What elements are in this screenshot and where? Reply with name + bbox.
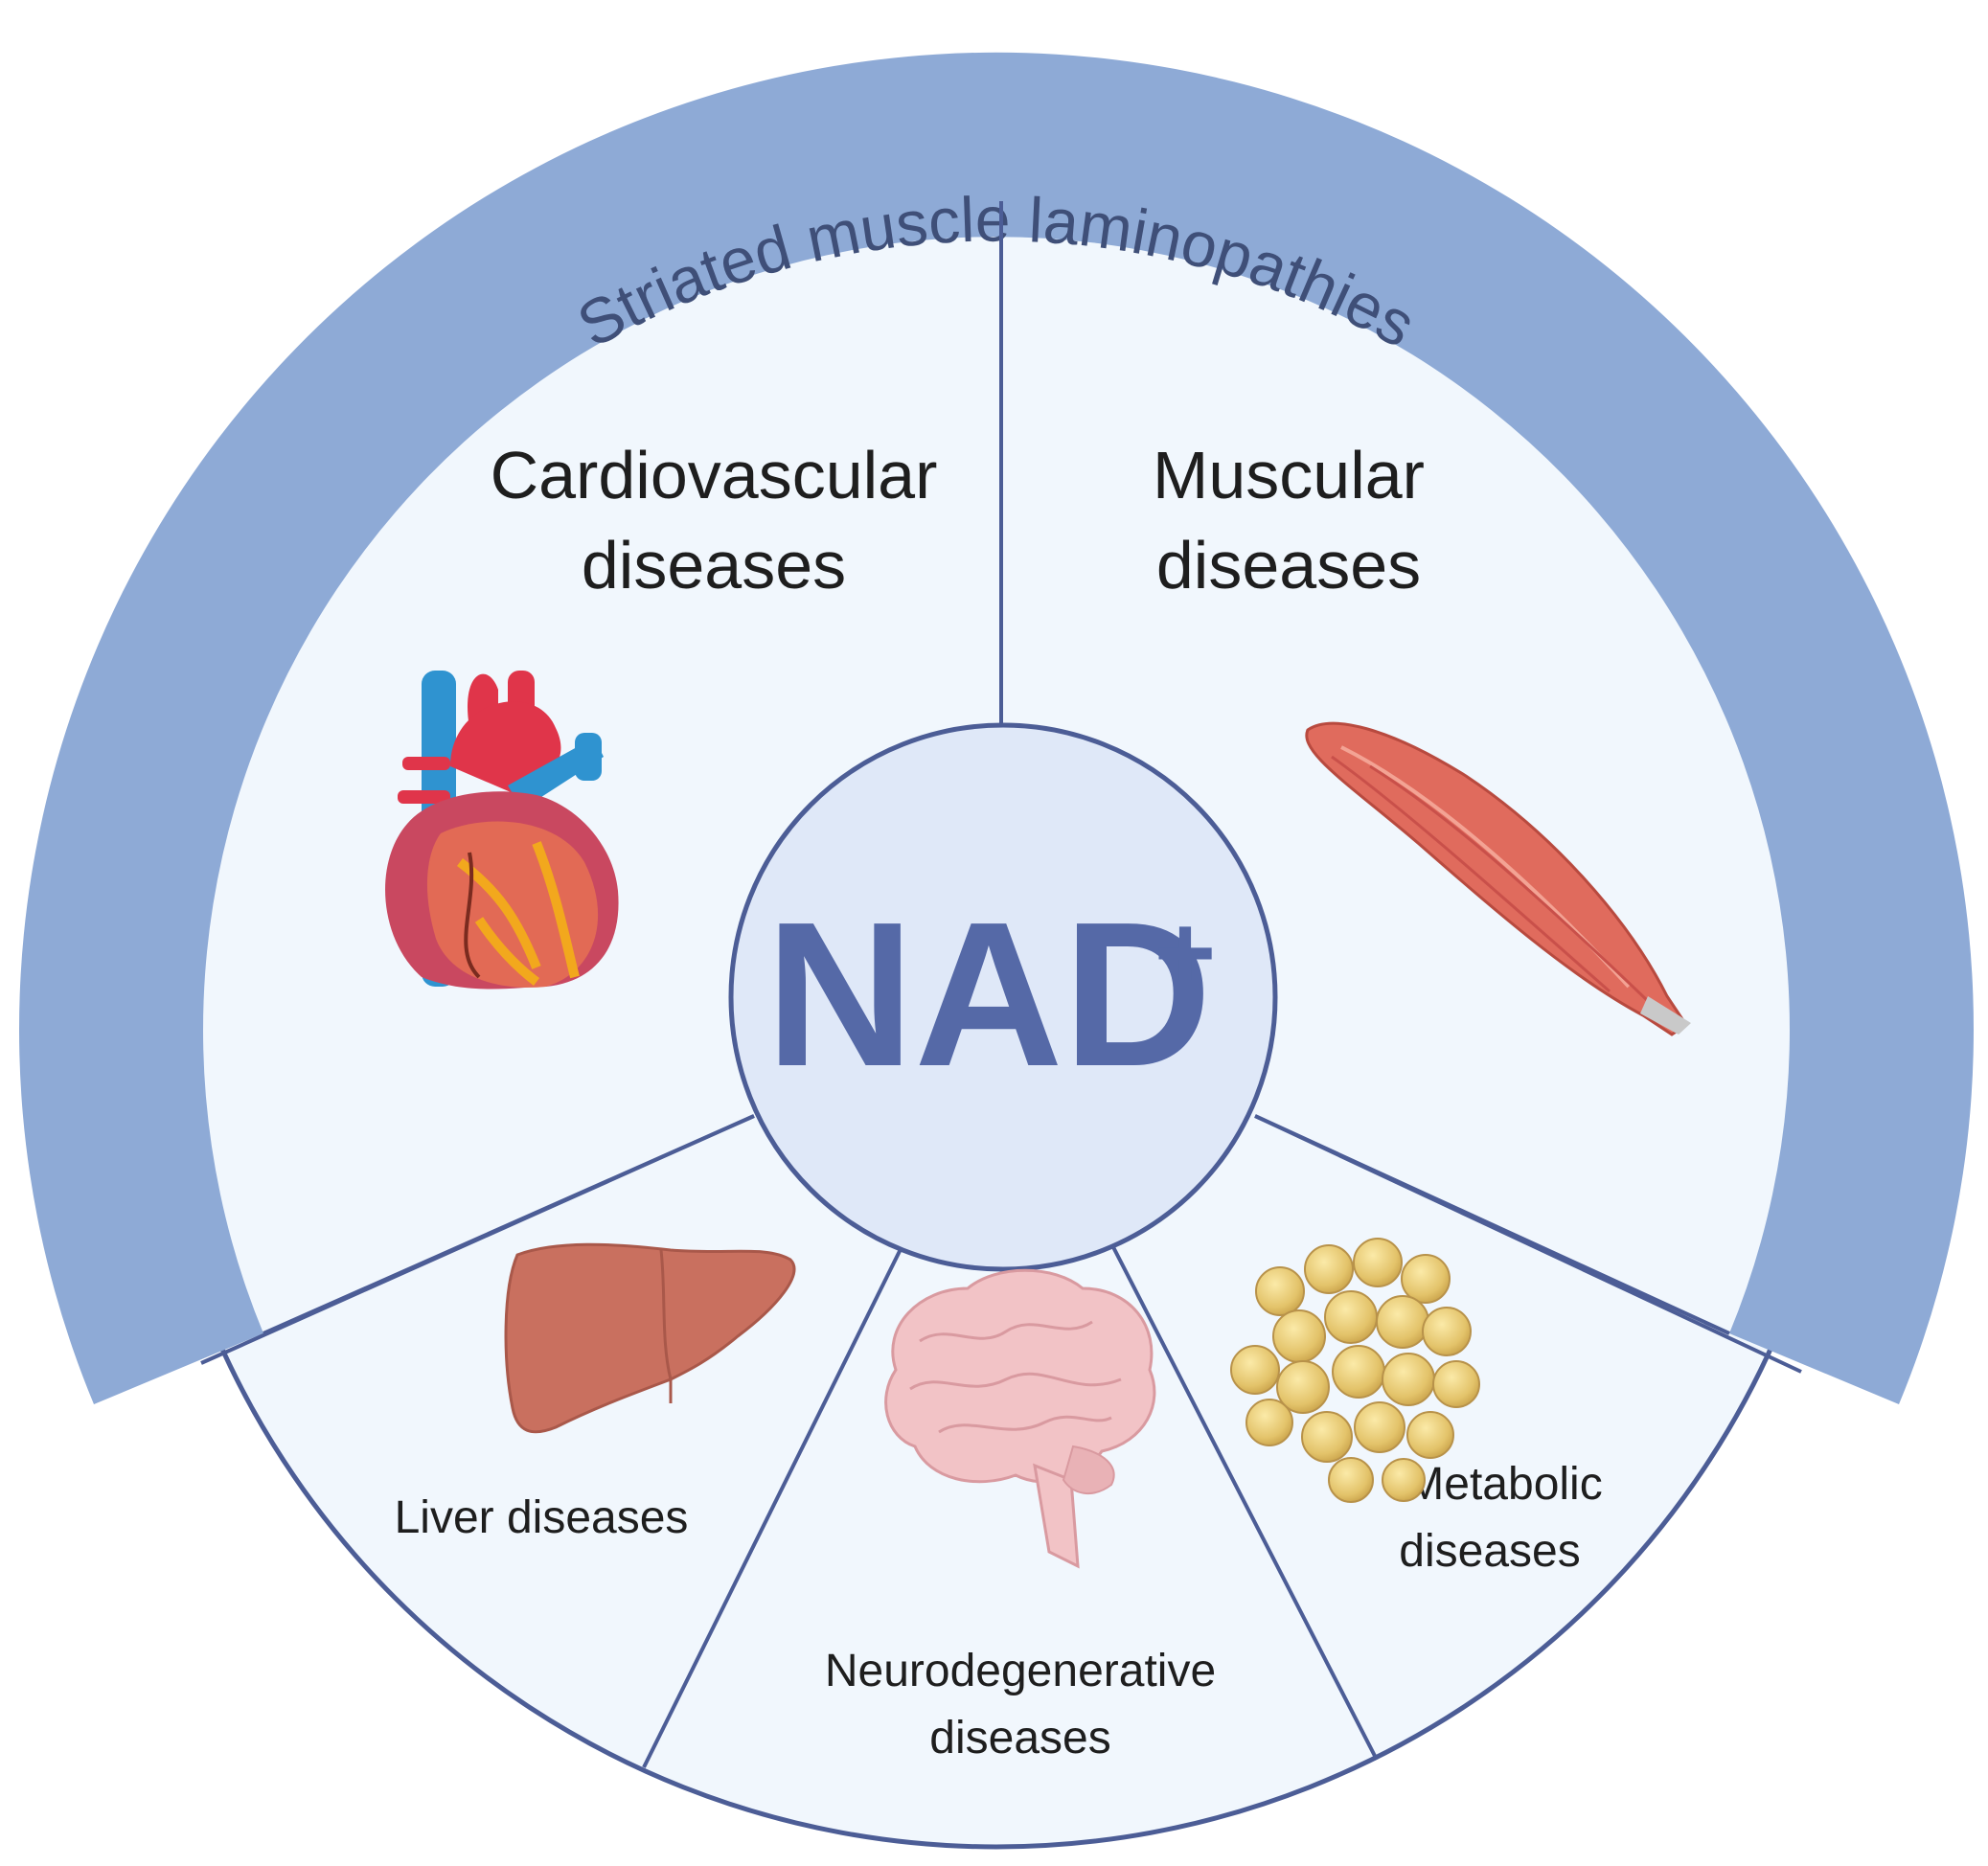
neurodegenerative-label-line1: Neurodegenerative — [825, 1646, 1216, 1696]
muscle-icon — [1305, 721, 1691, 1036]
liver-label: Liver diseases — [395, 1492, 689, 1543]
nad-label: NAD — [765, 878, 1212, 1109]
laminopathies-ring — [19, 52, 1975, 1405]
nad-center-circle — [728, 722, 1278, 1272]
cardiovascular-label-line1: Cardiovascular — [491, 438, 938, 512]
section-dividers — [200, 201, 1802, 1768]
muscular-label-line2: diseases — [1156, 528, 1421, 603]
nad-superscript: + — [1154, 894, 1216, 1012]
muscular-label-line1: Muscular — [1153, 438, 1425, 512]
fat-cells-icon — [1230, 1238, 1480, 1503]
cardiovascular-label-line2: diseases — [582, 528, 846, 603]
metabolic-label-line1: Metabolic — [1405, 1459, 1602, 1510]
liver-icon — [504, 1242, 796, 1434]
brain-icon — [884, 1268, 1156, 1569]
heart-icon — [385, 671, 619, 990]
metabolic-label-line2: diseases — [1399, 1526, 1580, 1577]
neurodegenerative-label-line2: diseases — [929, 1713, 1110, 1764]
